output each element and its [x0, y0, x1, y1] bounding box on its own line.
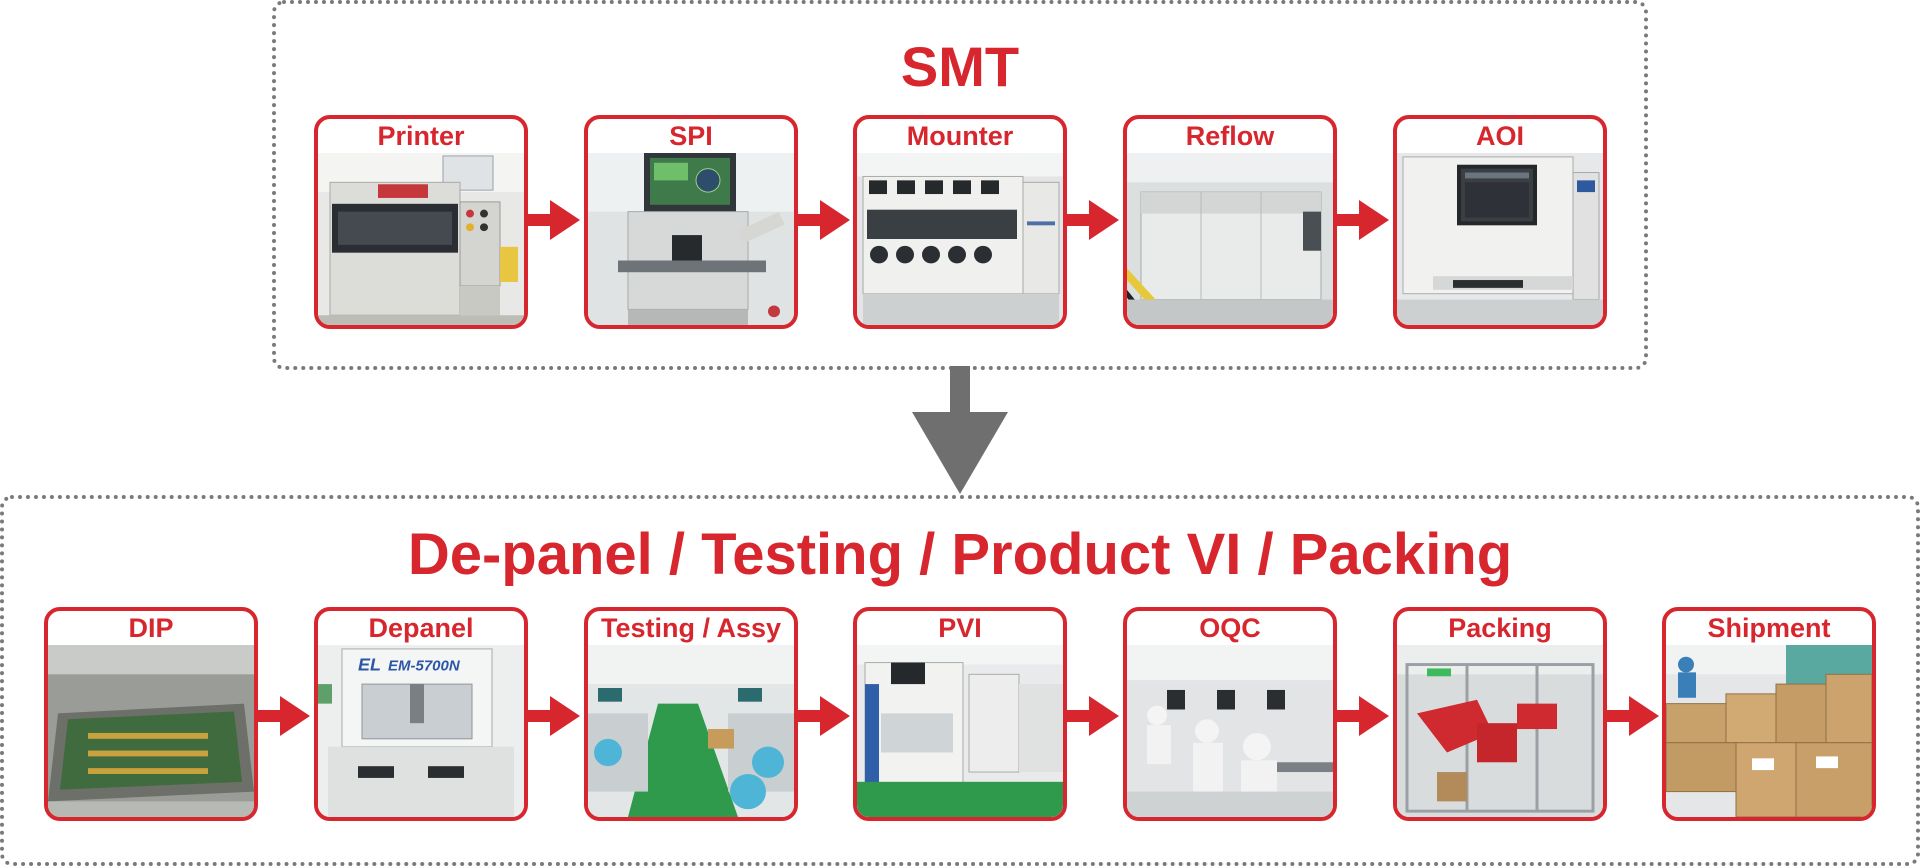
- step-card-mounter: Mounter: [853, 115, 1067, 329]
- step-label-printer: Printer: [377, 121, 465, 151]
- right-arrow-icon: [798, 696, 850, 736]
- right-arrow-icon: [1607, 696, 1659, 736]
- right-arrow-icon: [258, 696, 310, 736]
- step-label-depanel: Depanel: [368, 613, 474, 643]
- step-label-dip: DIP: [128, 613, 174, 643]
- step-card-pvi: PVI: [853, 607, 1067, 821]
- step-label-pvi: PVI: [938, 613, 982, 643]
- right-arrow-icon: [528, 200, 580, 240]
- depanel-model-text: EM-5700N: [388, 659, 460, 675]
- right-arrow-icon: [1067, 696, 1119, 736]
- post-smt-title: De-panel / Testing / Product VI / Packin…: [407, 522, 1513, 587]
- step-card-spi: SPI: [584, 115, 798, 329]
- right-arrow-icon: [798, 200, 850, 240]
- step-label-shipment: Shipment: [1707, 613, 1831, 643]
- printer-machine-photo: [318, 153, 524, 325]
- step-label-testing-assy: Testing / Assy: [600, 613, 782, 643]
- smt-title: SMT: [900, 35, 1020, 98]
- right-arrow-icon: [1067, 200, 1119, 240]
- right-arrow-icon: [528, 696, 580, 736]
- step-card-packing: Packing: [1393, 607, 1607, 821]
- step-label-aoi: AOI: [1475, 121, 1524, 151]
- aoi-machine-photo: [1397, 153, 1603, 325]
- spi-machine-photo: [588, 153, 794, 325]
- reflow-oven-photo: [1127, 153, 1333, 325]
- post-smt-group: De-panel / Testing / Product VI / Packin…: [0, 495, 1920, 866]
- testing-assembly-line-photo: [588, 645, 794, 817]
- depanel-machine-photo: EL EM-5700N: [318, 645, 524, 817]
- right-arrow-icon: [1337, 696, 1389, 736]
- mounter-machine-photo: [857, 153, 1063, 325]
- step-card-depanel: Depanel EL EM-5700N: [314, 607, 528, 821]
- svg-text:EL: EL: [358, 655, 381, 675]
- step-card-shipment: Shipment: [1662, 607, 1876, 821]
- step-card-oqc: OQC: [1123, 607, 1337, 821]
- step-label-packing: Packing: [1448, 613, 1552, 643]
- step-card-testing-assy: Testing / Assy: [584, 607, 798, 821]
- step-card-printer: Printer: [314, 115, 528, 329]
- step-label-spi: SPI: [669, 121, 713, 151]
- oqc-inspection-photo: [1127, 645, 1333, 817]
- dip-process-photo: [48, 645, 254, 817]
- step-label-oqc: OQC: [1199, 613, 1261, 643]
- packing-machine-photo: [1397, 645, 1603, 817]
- step-card-reflow: Reflow: [1123, 115, 1337, 329]
- step-label-mounter: Mounter: [906, 121, 1014, 151]
- shipment-boxes-photo: [1666, 645, 1872, 817]
- step-card-dip: DIP: [44, 607, 258, 821]
- down-arrow-icon: [912, 366, 1008, 494]
- pvi-machine-photo: [857, 645, 1063, 817]
- step-label-reflow: Reflow: [1185, 121, 1275, 151]
- right-arrow-icon: [1337, 200, 1389, 240]
- step-card-aoi: AOI: [1393, 115, 1607, 329]
